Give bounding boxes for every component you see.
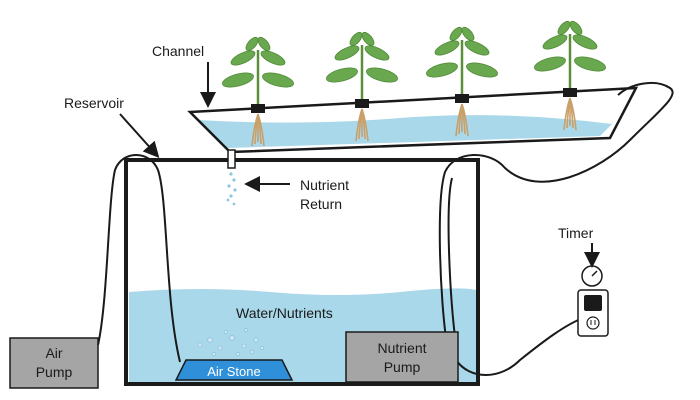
nutrient-return-drops xyxy=(226,172,237,206)
channel-water xyxy=(198,115,612,148)
nutrient-line-tube xyxy=(438,81,674,346)
air-stone-label: Air Stone xyxy=(207,364,260,379)
channel-tray xyxy=(187,86,639,169)
reservoir-arrow xyxy=(119,113,160,158)
channel-label: Channel xyxy=(152,43,204,59)
nutrient-return-label-line2: Return xyxy=(300,196,342,212)
air-line-tube xyxy=(97,154,181,363)
plant xyxy=(222,36,294,147)
nutrient-pump-label-line1: Nutrient xyxy=(377,340,426,356)
water-nutrients-label: Water/Nutrients xyxy=(236,305,333,321)
nutrient-pump: Nutrient Pump xyxy=(345,331,459,383)
reservoir-label: Reservoir xyxy=(64,95,124,111)
timer-label: Timer xyxy=(558,225,594,241)
timer-cord xyxy=(455,317,584,376)
plant xyxy=(326,31,398,142)
air-stone: Air Stone xyxy=(174,359,294,381)
channel-outline xyxy=(187,86,639,154)
plant xyxy=(534,20,606,131)
channel-drain xyxy=(227,149,236,169)
plant xyxy=(426,26,498,137)
air-pump: Air Pump xyxy=(9,337,99,389)
nutrient-line-tube-inner xyxy=(447,177,457,346)
nutrient-return-label-line1: Nutrient xyxy=(300,177,349,193)
outlet-plug-icon xyxy=(584,295,602,311)
air-pump-label-line2: Pump xyxy=(36,364,73,380)
tubes xyxy=(97,81,674,376)
air-stone-bubbles xyxy=(197,328,265,357)
timer-device xyxy=(577,265,609,337)
reservoir-outline xyxy=(124,158,480,386)
air-pump-label-line1: Air xyxy=(45,345,62,361)
plants-group xyxy=(222,20,606,147)
outlet-socket-icon xyxy=(586,316,600,330)
nutrient-pump-label-line2: Pump xyxy=(384,359,421,375)
